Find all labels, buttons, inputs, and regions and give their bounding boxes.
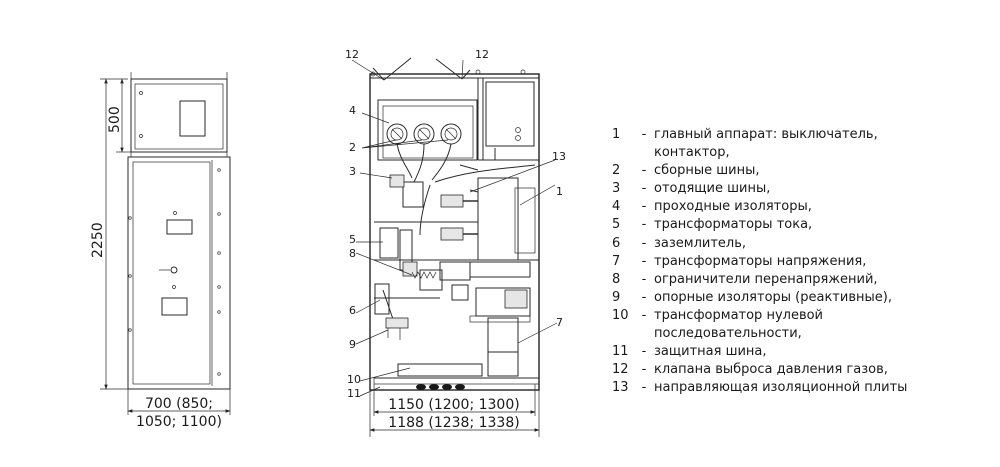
legend-number: 4 <box>612 199 621 215</box>
width-inner-label: 1150 (1200; 1300) <box>388 397 519 413</box>
legend-text: ограничители перенапряжений, <box>654 271 878 287</box>
callout-9: 9 <box>349 338 356 351</box>
legend-dash: - <box>641 289 647 305</box>
legend-number: 8 <box>612 271 621 287</box>
legend: 1-главный аппарат: выключатель,контактор… <box>612 126 907 397</box>
legend-item-7: 7 -трансформаторы напряжения, <box>612 253 907 271</box>
legend-text: последовательности, <box>654 326 802 342</box>
width-front-line2: 1050; 1100) <box>136 414 222 430</box>
legend-item-9: 9 -опорные изоляторы (реактивные), <box>612 289 907 307</box>
legend-dash <box>634 144 654 162</box>
legend-number: 10 <box>612 307 629 323</box>
door-window-upper <box>166 219 193 235</box>
callout-1: 1 <box>556 185 563 198</box>
legend-text: контактор, <box>654 145 730 161</box>
callout-8: 8 <box>349 247 356 260</box>
cabinet-body <box>127 156 231 390</box>
legend-item-11: 11-защитная шина, <box>612 343 907 361</box>
door-handle <box>170 266 178 274</box>
section-frame <box>369 73 540 391</box>
legend-number <box>612 325 634 343</box>
legend-dash: - <box>641 344 647 360</box>
callout-2: 2 <box>349 141 356 154</box>
legend-item-2: 2 -сборные шины, <box>612 162 907 180</box>
width-front-line1: 700 (850; <box>145 396 213 412</box>
callout-5: 5 <box>349 233 356 246</box>
legend-number: 7 <box>612 253 621 269</box>
legend-number: 11 <box>612 344 629 360</box>
relay-compartment <box>130 78 228 153</box>
callout-13: 13 <box>552 150 566 163</box>
relay-window <box>179 100 206 137</box>
legend-number <box>612 144 634 162</box>
legend-dash: - <box>641 307 647 323</box>
legend-item-6: 6 -заземлитель, <box>612 235 907 253</box>
legend-dash <box>634 325 654 343</box>
height-total-label: 2250 <box>90 222 106 258</box>
legend-text: направляющая изоляционной плиты <box>654 380 908 396</box>
legend-text: сборные шины, <box>654 163 760 179</box>
legend-dash: - <box>641 235 647 251</box>
legend-dash: - <box>641 199 647 215</box>
legend-text: заземлитель, <box>654 235 747 251</box>
legend-item-3: 3 -отодящие шины, <box>612 180 907 198</box>
legend-item-5: 5 -трансформаторы тока, <box>612 216 907 234</box>
legend-dash: - <box>641 253 647 269</box>
legend-item-8: 8 -ограничители перенапряжений, <box>612 271 907 289</box>
legend-dash: - <box>641 217 647 233</box>
legend-dash: - <box>641 380 647 396</box>
legend-dash: - <box>641 181 647 197</box>
legend-number: 13 <box>612 380 629 396</box>
legend-text: трансформатор нулевой <box>654 307 824 323</box>
legend-text: клапана выброса давления газов, <box>654 362 888 378</box>
legend-dash: - <box>641 362 647 378</box>
callout-11: 11 <box>347 387 361 400</box>
legend-text: защитная шина, <box>654 344 767 360</box>
door-window-lower <box>161 297 188 316</box>
legend-number: 2 <box>612 163 621 179</box>
legend-text: трансформаторы тока, <box>654 217 813 233</box>
width-outer-label: 1188 (1238; 1338) <box>388 415 519 431</box>
callout-12-right: 12 <box>475 48 489 61</box>
front-view: 2250 500 700 (850; 1050; 1100) <box>90 72 231 430</box>
legend-number: 9 <box>612 289 621 305</box>
circuit-breaker <box>477 177 519 261</box>
legend-number: 6 <box>612 235 621 251</box>
legend-dash: - <box>641 163 647 179</box>
legend-item-13: 13-направляющая изоляционной плиты <box>612 379 907 397</box>
callout-7: 7 <box>556 316 563 329</box>
callout-6: 6 <box>349 304 356 317</box>
legend-item-1: 1 -главный аппарат: выключатель, <box>612 126 907 144</box>
legend-text: проходные изоляторы, <box>654 199 812 215</box>
callout-3: 3 <box>349 165 356 178</box>
legend-number: 3 <box>612 181 621 197</box>
legend-dash: - <box>641 127 647 142</box>
callout-10: 10 <box>347 373 361 386</box>
callout-4: 4 <box>349 104 356 117</box>
legend-item-1-cont: контактор, <box>612 144 907 162</box>
legend-item-10-cont: последовательности, <box>612 325 907 343</box>
legend-text: опорные изоляторы (реактивные), <box>654 289 892 305</box>
relay-cabinet <box>485 81 535 147</box>
legend-item-12: 12-клапана выброса давления газов, <box>612 361 907 379</box>
height-top-label: 500 <box>107 106 123 133</box>
legend-item-4: 4 -проходные изоляторы, <box>612 198 907 216</box>
busbar-compartment <box>377 99 478 161</box>
legend-number: 12 <box>612 362 629 378</box>
legend-text: главный аппарат: выключатель, <box>654 127 878 142</box>
legend-number: 5 <box>612 217 621 233</box>
section-view: 12 12 4 2 3 5 8 6 9 10 11 13 1 7 1150 (1… <box>345 48 566 437</box>
legend-text: трансформаторы напряжения, <box>654 253 867 269</box>
legend-item-10: 10-трансформатор нулевой <box>612 307 907 325</box>
callout-12-left: 12 <box>345 48 359 61</box>
legend-text: отодящие шины, <box>654 181 771 197</box>
legend-dash: - <box>641 271 647 287</box>
legend-number: 1 <box>612 127 621 142</box>
